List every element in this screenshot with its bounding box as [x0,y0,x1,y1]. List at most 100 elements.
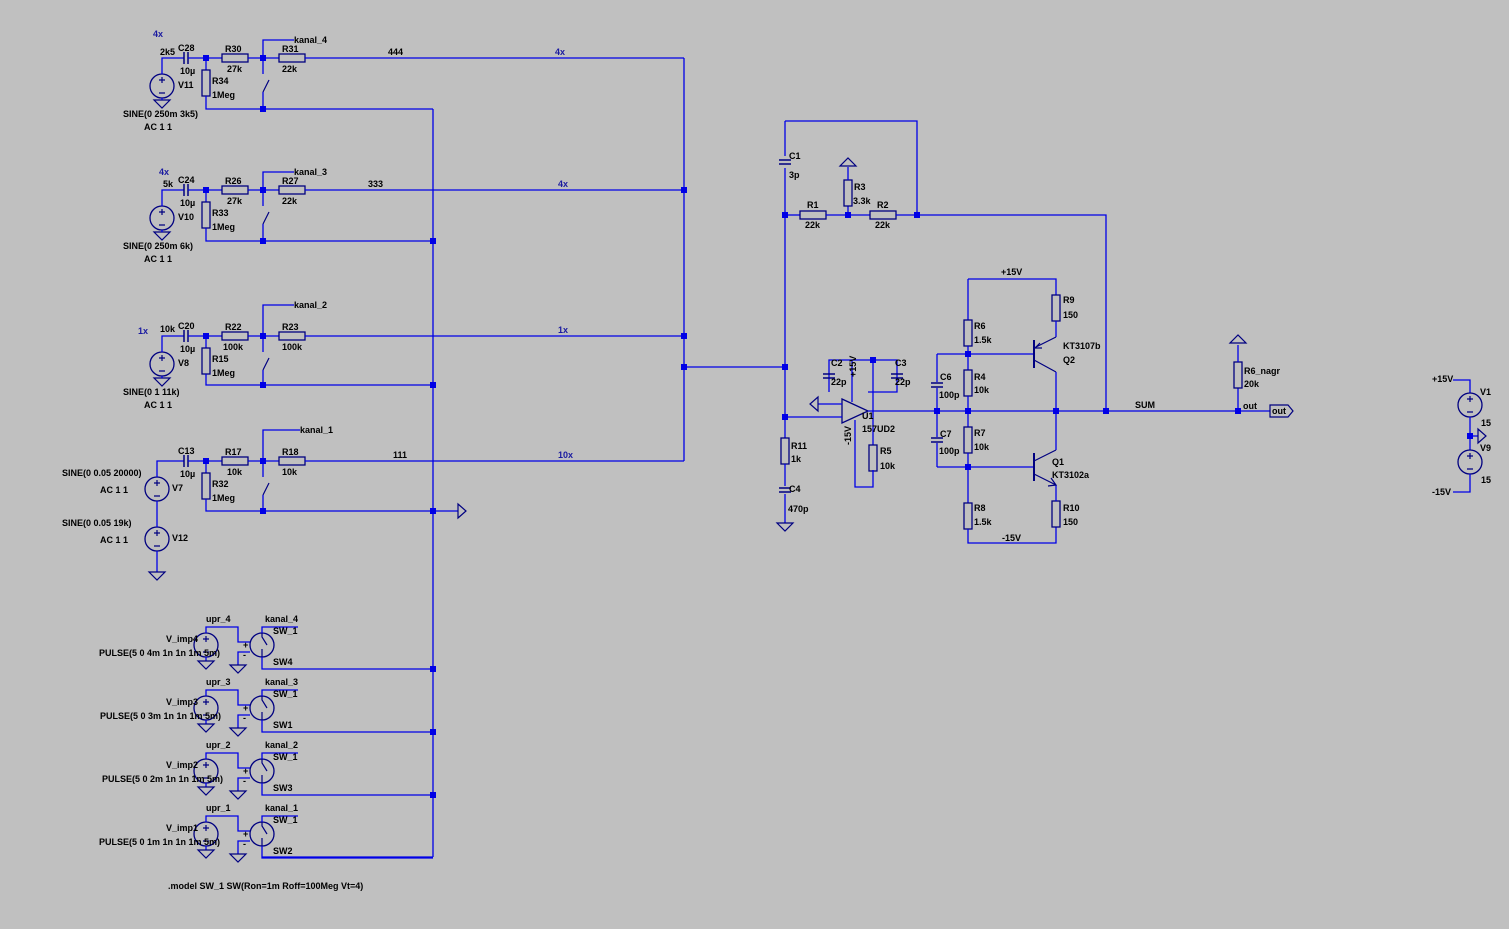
switch-contact [262,357,270,371]
wire [205,689,250,706]
label-plus: + [243,703,248,713]
label-channels-3-ac2: AC 1 1 [100,535,128,545]
switch-contact [261,633,268,657]
ground-icon [152,231,172,241]
label-channels-1-cap: C24 [178,175,195,185]
label-channels-1-sine: SINE(0 250m 6k) [123,241,193,251]
label-channels-2-r1_val: 100k [223,342,244,352]
junction-dot [965,408,971,414]
label-amp-R11_val: 1k [791,454,802,464]
label-amp-C3_val: 22p [895,377,911,387]
wire [237,777,250,791]
label-amp-R7: R7 [974,428,986,438]
label-amp-R5: R5 [880,446,892,456]
resistor [201,69,211,97]
label-channels-1-r1_val: 27k [227,196,243,206]
label-pulses-1-sw: SW1 [273,720,293,730]
wire [261,657,433,670]
label-channels-3-src: V7 [172,483,183,493]
wire [161,335,184,352]
label-pulses-2-src: V_imp2 [166,760,198,770]
ground-icon [152,99,172,109]
label-pulses-1-pulse: PULSE(5 0 3m 1n 1n 1m 5m) [100,711,221,721]
wire [261,815,298,822]
label-amp-U1_val: 157UD2 [862,424,895,434]
label-pulses-0-switch_ctrl: kanal_4 [265,614,298,624]
ground-icon [457,502,467,520]
polarity-marks [159,355,165,372]
ground-icon [228,790,248,800]
resistor [278,53,306,63]
label-channels-0-r2: R31 [282,44,299,54]
label-pulses-2-ctrl_net: upr_2 [206,740,231,750]
switch-contact [261,822,268,846]
label-amp-out_net: out [1243,401,1257,411]
label-minus: - [243,713,246,723]
resistor [963,369,973,397]
wire [261,846,433,859]
wire [205,96,433,110]
resistor [963,426,973,454]
label-channels-2-cap_val: 10µ [180,344,195,354]
ground-icon [152,377,172,387]
label-channels-3-sine: SINE(0 0.05 20000) [62,468,142,478]
resistor [963,502,973,530]
label-amp-C4_val: 470p [788,504,809,514]
label-amp-vneg: -15V [843,426,853,445]
label-minus: - [243,650,246,660]
label-amp-R2_val: 22k [875,220,891,230]
ground-icon [196,660,216,670]
wire [262,39,294,58]
label-channels-1-rb: R33 [212,208,229,218]
wire [161,57,184,74]
wire [261,783,433,796]
label-amp-C1_val: 3p [789,170,800,180]
label-pulses-2-sw: SW3 [273,783,293,793]
resistor [869,210,897,220]
label-channels-0-ctrl: kanal_4 [294,35,327,45]
label-channels-2-sum_gain: 1x [558,325,568,335]
junction-dot [260,238,266,244]
resistor [201,347,211,375]
polarity-marks [154,480,160,497]
junction-dot [914,212,920,218]
op-amp-icon [841,397,870,425]
wire [854,420,874,488]
junction-dot [260,508,266,514]
label-amp-out_port: out [1272,406,1286,416]
wire [1453,474,1471,493]
resistor [1051,500,1061,528]
polarity-marks [1467,396,1473,413]
ground-icon [196,723,216,733]
label-channels-1-net: 333 [368,179,383,189]
label-channels-1-src: V10 [178,212,194,222]
label-channels-2-r2: R23 [282,322,299,332]
label-channels-3-sine2: SINE(0 0.05 19k) [62,518,132,528]
label-pulses-3-switch_ctrl: kanal_1 [265,803,298,813]
label-amp-C6_val: 100p [939,390,960,400]
label-pulses-0-ctrl_net: upr_4 [206,614,231,624]
label-channels-3-r2: R18 [282,447,299,457]
polarity-marks [1467,453,1473,470]
label-amp-R7_val: 10k [974,442,990,452]
wire [261,626,298,633]
capacitor [183,330,189,342]
switch-contact [262,482,270,496]
label-amp-C4: C4 [789,484,801,494]
label-plus: + [243,640,248,650]
label-amp-Rload_val: 20k [1244,379,1260,389]
label-pulses-0-pulse: PULSE(5 0 4m 1n 1n 1m 5m) [99,648,220,658]
resistor [963,319,973,347]
label-channels-2-src_r: 10k [160,324,176,334]
label-supply-V9_val: 15 [1481,475,1491,485]
label-channels-1-r2_val: 22k [282,196,298,206]
ground-icon [775,522,795,532]
label-pulses-3-pulse: PULSE(5 0 1m 1n 1n 1m 5m) [99,837,220,847]
wire [237,840,250,854]
label-channels-0-gain: 4x [153,29,163,39]
label-pulses-0-model: SW_1 [273,626,298,636]
label-channels-2-src: V8 [178,358,189,368]
resistor [221,53,249,63]
